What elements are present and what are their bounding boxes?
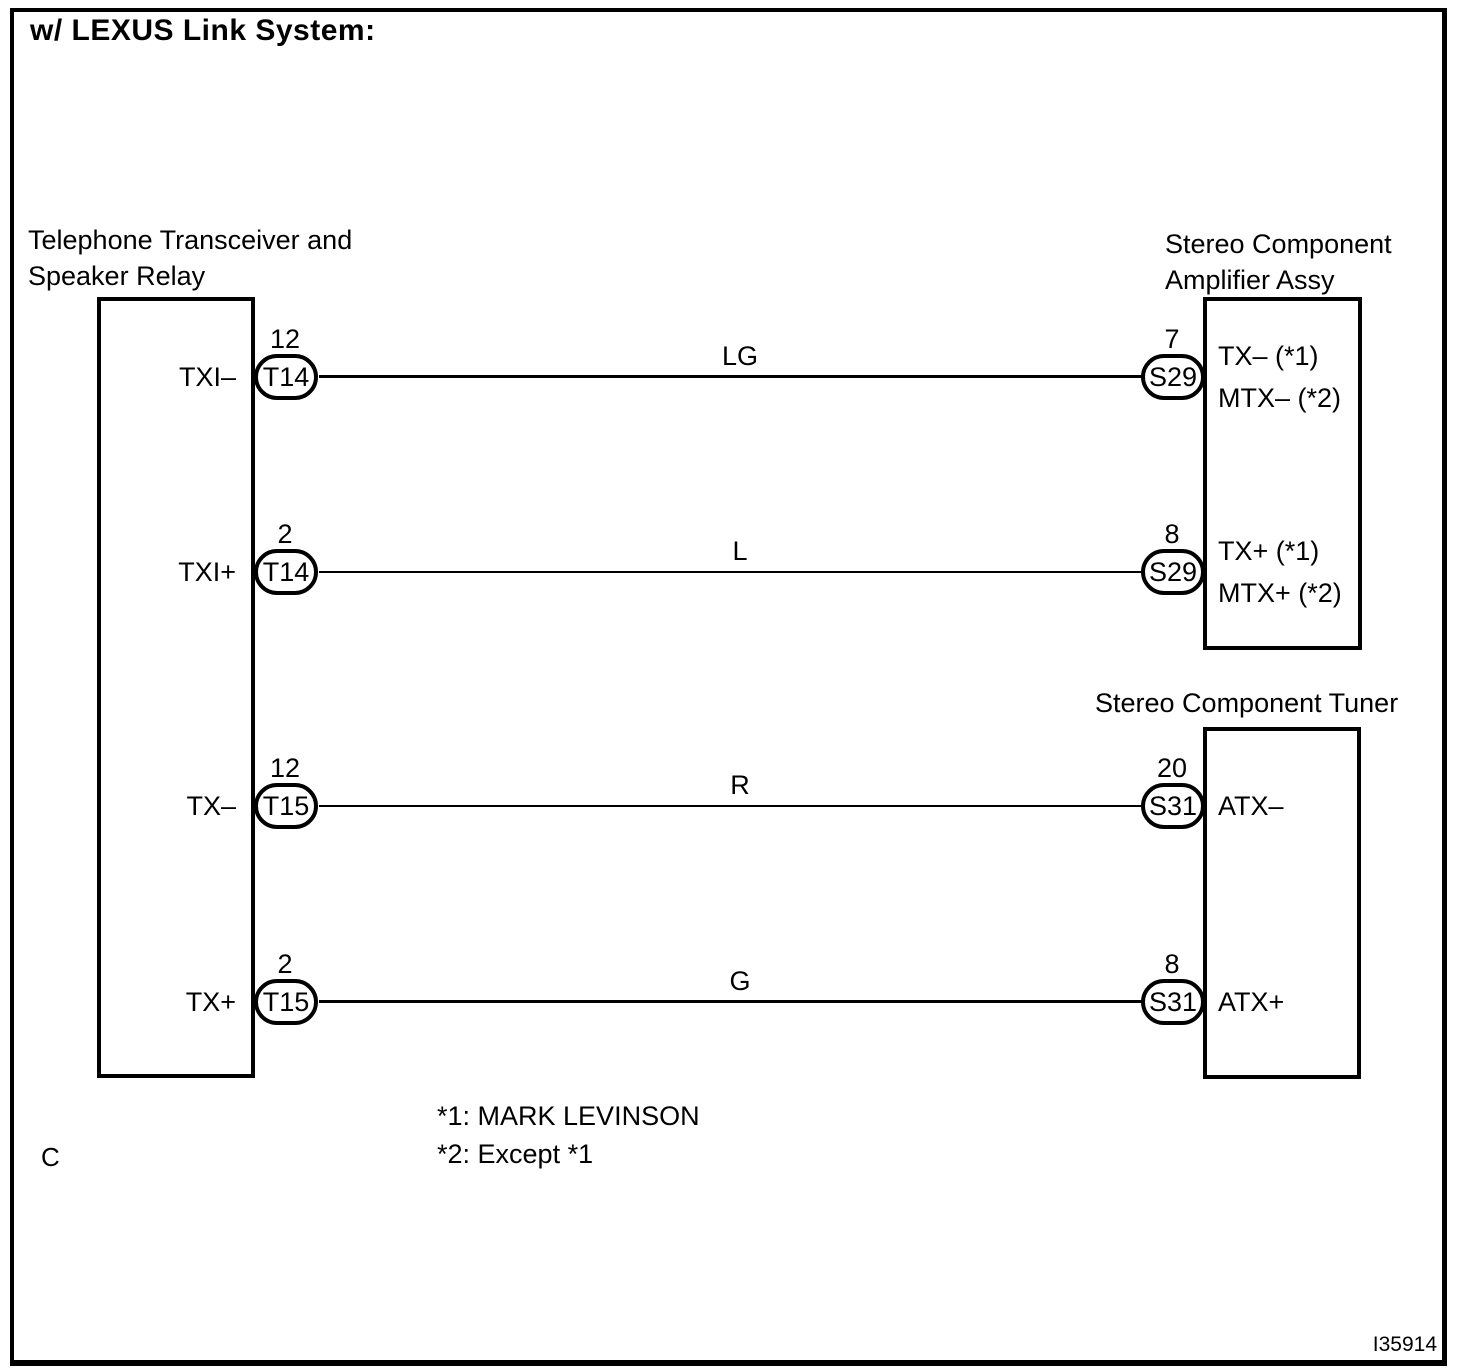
amplifier-label: Stereo Component Amplifier Assy — [1165, 226, 1392, 298]
right-pin-number: 20 — [1156, 753, 1188, 783]
wire-line — [319, 571, 1143, 573]
left-pin-number: 2 — [277, 949, 293, 979]
right-pin-label-line2: MTX– (*2) — [1218, 383, 1342, 413]
right-pin-label-line1: TX– (*1) — [1218, 341, 1319, 371]
amplifier-name-line2: Amplifier Assy — [1165, 265, 1335, 295]
right-pin-label-line1: ATX– — [1218, 791, 1284, 821]
right-pin-label-line1: TX+ (*1) — [1218, 536, 1320, 566]
right-pin-label: TX– (*1) MTX– (*2) — [1218, 335, 1341, 419]
wire-line — [319, 375, 1143, 378]
diagram-title: w/ LEXUS Link System: — [30, 14, 376, 47]
left-pin-number: 2 — [277, 519, 293, 549]
connector-oval-s31: S31 — [1141, 783, 1205, 829]
left-pin-number: 12 — [269, 324, 301, 354]
right-pin-number: 7 — [1164, 324, 1180, 354]
left-component-name-line1: Telephone Transceiver and — [28, 225, 353, 255]
right-pin-label: ATX– — [1218, 785, 1284, 827]
connector-oval-t14: T14 — [254, 354, 318, 400]
left-component-label: Telephone Transceiver and Speaker Relay — [28, 222, 352, 294]
left-pin-label: TX+ — [185, 987, 236, 1017]
page-letter: C — [41, 1142, 60, 1172]
right-pin-label-line1: ATX+ — [1218, 987, 1285, 1017]
connector-oval-t15: T15 — [254, 783, 318, 829]
wire-line — [319, 805, 1143, 807]
connector-oval-s31: S31 — [1141, 979, 1205, 1025]
wire-color-label: G — [729, 966, 751, 996]
left-component-box — [97, 297, 255, 1078]
connector-oval-s29: S29 — [1141, 549, 1205, 595]
left-component-name-line2: Speaker Relay — [28, 261, 206, 291]
connector-oval-t14: T14 — [254, 549, 318, 595]
left-pin-label: TXI– — [178, 362, 236, 392]
amplifier-name-line1: Stereo Component — [1165, 229, 1392, 259]
wire-color-label: R — [730, 770, 750, 800]
left-pin-number: 12 — [269, 753, 301, 783]
amplifier-box — [1203, 297, 1362, 650]
connector-oval-t15: T15 — [254, 979, 318, 1025]
left-pin-label: TXI+ — [178, 557, 236, 587]
right-pin-label: ATX+ — [1218, 981, 1284, 1023]
footnote-1: *1: MARK LEVINSON — [437, 1101, 700, 1131]
wire-line — [319, 1000, 1143, 1003]
right-pin-label-line2: MTX+ (*2) — [1218, 578, 1342, 608]
left-pin-label: TX– — [186, 791, 236, 821]
right-pin-label: TX+ (*1) MTX+ (*2) — [1218, 530, 1342, 614]
right-pin-number: 8 — [1164, 949, 1180, 979]
tuner-box — [1203, 727, 1361, 1079]
figure-code: I35914 — [1372, 1333, 1437, 1356]
footnote-2: *2: Except *1 — [437, 1139, 594, 1169]
connector-oval-s29: S29 — [1141, 354, 1205, 400]
right-pin-number: 8 — [1164, 519, 1180, 549]
tuner-label: Stereo Component Tuner — [1095, 688, 1399, 718]
diagram-border — [10, 8, 1447, 1366]
wire-color-label: L — [732, 536, 748, 566]
wire-color-label: LG — [721, 341, 759, 371]
